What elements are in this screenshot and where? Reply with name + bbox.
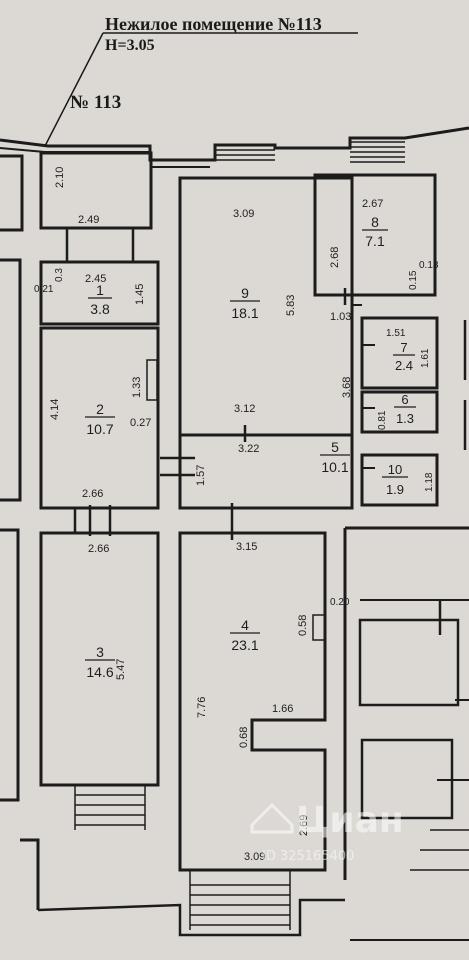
dim-1-03: 1.03	[330, 311, 351, 323]
room-3-number: 3	[96, 644, 104, 660]
dim-0-68: 0.68	[238, 727, 250, 748]
room-6-label: 6 1.3	[394, 392, 416, 426]
room-1-area: 3.8	[90, 301, 110, 317]
watermark: Циан ID 325165400	[250, 800, 404, 864]
dim-2-66a: 2.66	[82, 488, 103, 500]
dim-0-81: 0.81	[377, 410, 388, 430]
dim-1-61: 1.61	[420, 348, 431, 368]
dim-1-66: 1.66	[272, 703, 293, 715]
dim-2-67: 2.67	[362, 198, 383, 210]
watermark-code: ID 325165400	[262, 849, 354, 864]
dim-2-49: 2.49	[78, 214, 99, 226]
room-9-label: 9 18.1	[230, 285, 260, 321]
cian-logo-icon	[250, 802, 294, 834]
dim-0-15: 0.15	[408, 270, 419, 290]
dim-5-83: 5.83	[285, 295, 297, 316]
room-5-area: 10.1	[321, 459, 348, 475]
dim-7-76: 7.76	[196, 697, 208, 718]
room-3-label: 3 14.6	[85, 644, 115, 680]
dim-2-45: 2.45	[85, 273, 106, 285]
room-8-label: 8 7.1	[362, 214, 388, 249]
room-2-number: 2	[96, 401, 104, 417]
room-1-number: 1	[96, 282, 104, 298]
room-labels: 1 3.8 2 10.7 3 14.6 4 23.1 5 10.1	[85, 214, 416, 680]
dim-5-47: 5.47	[115, 659, 127, 680]
dimension-labels: 2.10 2.49 0.3 0.21 2.45 1.45 4.14 1.33 0…	[34, 167, 439, 863]
dim-0-20: 0.20	[330, 597, 350, 608]
dim-2-68: 2.68	[329, 247, 341, 268]
watermark-brand: Циан	[296, 800, 404, 841]
room-4-area: 23.1	[231, 637, 258, 653]
dim-3-12: 3.12	[234, 403, 255, 415]
dim-0-21: 0.21	[34, 284, 54, 295]
plan-title: Нежилое помещение №113	[105, 14, 322, 34]
room-9-area: 18.1	[231, 305, 258, 321]
dim-0-58: 0.58	[297, 615, 309, 636]
room-5-number: 5	[331, 439, 339, 455]
room-5-label: 5 10.1	[320, 439, 350, 475]
dim-2-10: 2.10	[54, 167, 66, 188]
room-8-number: 8	[371, 214, 379, 230]
dim-3-22: 3.22	[238, 443, 259, 455]
dim-1-18: 1.18	[424, 472, 435, 492]
room-10-area: 1.9	[386, 482, 404, 497]
room-6-number: 6	[401, 392, 408, 407]
dim-0-27: 0.27	[130, 417, 151, 429]
dim-3-68: 3.68	[341, 377, 353, 398]
dim-1-45: 1.45	[134, 284, 146, 305]
dim-2-69: 2.69	[298, 815, 310, 836]
dim-1-51: 1.51	[386, 328, 406, 339]
ceiling-height: H=3.05	[105, 37, 155, 54]
room-6-area: 1.3	[396, 411, 414, 426]
room-10-number: 10	[388, 462, 402, 477]
unit-number-label: № 113	[70, 92, 121, 113]
room-4-number: 4	[241, 617, 249, 633]
room-3-area: 14.6	[86, 664, 113, 680]
room-9-number: 9	[241, 285, 249, 301]
dim-2-66b: 2.66	[88, 543, 109, 555]
room-7-number: 7	[400, 340, 407, 355]
dim-1-57: 1.57	[195, 465, 207, 486]
dim-3-09a: 3.09	[233, 208, 254, 220]
room-8-area: 7.1	[365, 233, 385, 249]
room-10-label: 10 1.9	[382, 462, 408, 497]
dim-3-15: 3.15	[236, 541, 257, 553]
room-7-label: 7 2.4	[393, 340, 415, 373]
dim-4-14: 4.14	[49, 399, 61, 420]
dim-3-09b: 3.09	[244, 851, 265, 863]
room-7-area: 2.4	[395, 358, 413, 373]
leader-line	[44, 32, 104, 147]
room-2-label: 2 10.7	[85, 401, 115, 437]
room-1-label: 1 3.8	[88, 282, 112, 317]
room-4-label: 4 23.1	[230, 617, 260, 653]
dim-0-18: 0.18	[419, 260, 439, 271]
dim-0-3: 0.3	[54, 268, 65, 282]
room-2-area: 10.7	[86, 421, 113, 437]
walls	[0, 126, 469, 941]
dim-1-33: 1.33	[131, 377, 143, 398]
